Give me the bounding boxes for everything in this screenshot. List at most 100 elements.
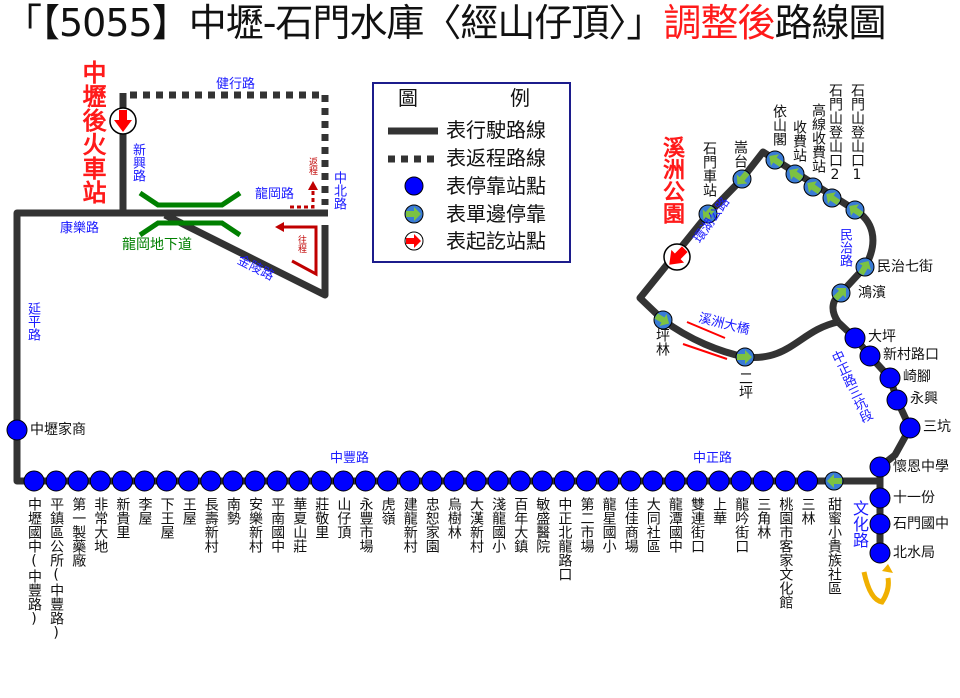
stop-label: 石門山登山口2: [827, 83, 843, 183]
legend-dashed-label: 表返程路線: [446, 146, 546, 170]
road-zhongfeng: 中豐路: [330, 451, 370, 466]
stop-label: 建龍新村: [401, 497, 418, 553]
stop-label: 中正北龍路口: [556, 497, 573, 581]
stop-label: 敏盛醫院: [534, 497, 551, 553]
legend-stop-label: 表停靠站點: [446, 174, 546, 198]
stop-label: 三林: [799, 497, 816, 525]
stop-label: 中壢國中(中豐路): [26, 497, 42, 627]
legend-oneside-icon: [404, 204, 424, 224]
stop-marker: [531, 470, 553, 492]
road-yanping: 延平路: [25, 302, 40, 341]
stop-label: 石門山登山口1: [849, 83, 865, 183]
oneside-stop-marker: [845, 200, 865, 220]
oneside-stop-marker: [824, 471, 844, 491]
return-tag: 返程: [307, 157, 317, 175]
stop-marker: [708, 470, 730, 492]
oneside-stop-marker: [785, 164, 805, 184]
stop-marker: [664, 470, 686, 492]
stop-marker: [576, 470, 597, 492]
direction-arrows: [275, 181, 728, 360]
tunnel-marks: [138, 190, 242, 238]
stop-label: 嵩台: [732, 140, 748, 168]
stop-label: 龍潭國中: [666, 497, 683, 553]
stop-marker: [178, 470, 200, 492]
stop-label: 平南國中: [269, 497, 286, 553]
stop-label: 三坑: [923, 419, 951, 435]
stop-label: 十一份: [893, 490, 935, 506]
stop-label: 雙連街口: [689, 497, 705, 553]
stop-label: 忠恕家園: [423, 497, 440, 553]
stop-marker: [869, 487, 891, 509]
direction-arrow-icon: [737, 350, 752, 364]
stop-marker: [443, 470, 465, 492]
stop-label: 大坪: [868, 329, 896, 345]
stop-label: 中壢家商: [30, 422, 86, 438]
stop-label: 安樂新村: [247, 497, 263, 553]
stop-marker: [288, 470, 310, 492]
stop-marker: [67, 470, 89, 492]
stop-label: 二坪: [737, 371, 753, 399]
stop-marker: [222, 470, 244, 492]
stop-label: 依山閣: [771, 104, 787, 146]
stop-marker: [377, 470, 399, 492]
stop-marker: [111, 470, 133, 492]
legend-heading-left: 圖: [398, 86, 418, 110]
road-zhongzheng: 中正路: [693, 451, 733, 466]
stop-label: 華夏山莊: [291, 497, 308, 553]
stop-marker: [310, 470, 332, 492]
stop-marker: [886, 389, 908, 411]
terminal-end-icon: [663, 243, 691, 271]
direction-arrow-icon: [858, 260, 872, 276]
stop-marker: [879, 367, 901, 389]
terminal-start-icon: [109, 107, 137, 135]
stop-label: 平鎮區公所(中豐路): [48, 497, 65, 641]
stop-label: 桃園市客家文化館: [777, 497, 794, 609]
stop-marker: [642, 470, 664, 492]
stop-label: 北水局: [893, 545, 935, 561]
stop-marker: [89, 470, 111, 492]
stop-label: 龍星國小: [600, 497, 617, 553]
stop-label: 百年大鎮: [512, 497, 529, 553]
legend-solid-label: 表行駛路線: [446, 118, 546, 142]
stop-marker: [620, 470, 642, 492]
legend-box: [372, 82, 571, 263]
stop-label: 高線收費站: [810, 103, 826, 173]
oneside-stop-marker: [803, 177, 823, 197]
stop-label: 南勢: [224, 497, 241, 525]
direction-arrow-icon: [826, 192, 841, 206]
stop-label: 長壽新村: [202, 497, 219, 553]
stop-marker: [465, 470, 487, 492]
stop-marker: [797, 470, 818, 492]
stop-label: 山仔頂: [335, 497, 352, 539]
end-terminal-label: 溪洲公園: [659, 136, 684, 224]
stop-marker: [487, 470, 509, 492]
map-title: 「【5055】中壢-石門水庫〈經山仔頂〉」調整後路線圖: [4, 1, 886, 45]
stop-marker: [332, 470, 354, 492]
stop-label: 民治七街: [877, 259, 933, 275]
stop-marker: [899, 417, 921, 439]
stop-label: 懷恩中學: [893, 459, 949, 475]
stop-label: 第一製藥廠: [70, 497, 87, 567]
stop-marker: [859, 345, 881, 367]
stop-marker: [266, 470, 288, 492]
tunnel-label: 龍岡地下道: [122, 237, 192, 253]
stop-label: 李屋: [136, 497, 153, 525]
road-minzhi: 民治路: [837, 228, 852, 267]
oneside-stop-marker: [653, 310, 673, 330]
oneside-stop-marker: [735, 347, 755, 367]
direction-arrow-icon: [827, 474, 842, 488]
stop-label: 石門車站: [701, 141, 717, 197]
title-adjusted: 調整後: [663, 1, 775, 45]
road-jianxing: 健行路: [216, 77, 256, 92]
road-wenhua: 文化路: [850, 500, 869, 548]
stop-label: 鴻濱: [858, 285, 886, 301]
stop-marker: [553, 470, 575, 492]
oneside-stop-marker: [732, 169, 752, 189]
direction-arrow-icon: [654, 313, 670, 327]
stop-label: 大漢新村: [468, 497, 484, 553]
legend-terminal-label: 表起訖站點: [446, 229, 546, 253]
stop-label: 坪林: [654, 328, 670, 356]
legend-heading-right: 例: [510, 86, 530, 110]
stop-label: 虎嶺: [379, 497, 396, 525]
